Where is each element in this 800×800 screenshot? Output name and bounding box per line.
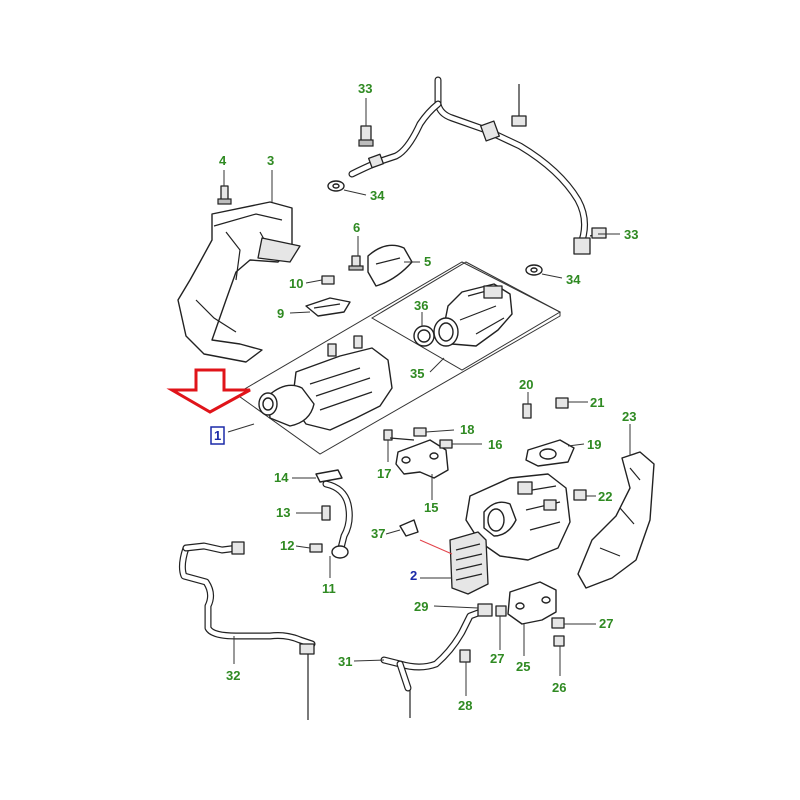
upper-oil-pipe-assembly[interactable] [348, 76, 605, 255]
clip-37[interactable] [399, 519, 419, 537]
heat-shield-5[interactable] [367, 244, 413, 287]
callout-28[interactable]: 28 [458, 698, 472, 713]
callout-36[interactable]: 36 [414, 298, 428, 313]
callout-14[interactable]: 14 [274, 470, 289, 485]
callout-10[interactable]: 10 [289, 276, 303, 291]
actuator-2[interactable] [449, 531, 489, 595]
bolt-17[interactable] [383, 429, 415, 441]
callout-31[interactable]: 31 [338, 654, 352, 669]
red-down-arrow-icon [166, 368, 251, 414]
gasket-14[interactable] [315, 469, 343, 483]
callout-34-right[interactable]: 34 [566, 272, 581, 287]
sealing-washer-34-top[interactable] [327, 180, 345, 192]
callout-35[interactable]: 35 [410, 366, 424, 381]
callout-9[interactable]: 9 [277, 306, 284, 321]
callout-4[interactable]: 4 [219, 153, 227, 168]
banjo-bolt-33-top[interactable] [358, 125, 384, 169]
bracket-25[interactable] [507, 581, 557, 625]
bracket-15[interactable] [395, 439, 449, 479]
turbocharger-2[interactable] [465, 473, 571, 561]
callout-21[interactable]: 21 [590, 395, 604, 410]
callout-33-top[interactable]: 33 [358, 81, 372, 96]
callout-33-right[interactable]: 33 [624, 227, 638, 242]
callout-labels: 33 3 4 34 6 5 33 34 10 9 36 35 1 20 21 2… [210, 81, 638, 713]
callout-2[interactable]: 2 [410, 568, 417, 583]
callout-17[interactable]: 17 [377, 466, 391, 481]
callout-1[interactable]: 1 [214, 428, 221, 443]
callout-22[interactable]: 22 [598, 489, 612, 504]
leader-lines [223, 98, 631, 696]
callout-3[interactable]: 3 [267, 153, 274, 168]
callout-1-highlight-box [210, 426, 225, 445]
heat-shield-3[interactable] [177, 201, 301, 363]
bolt-26[interactable] [553, 635, 565, 647]
turbo-housing-35[interactable] [433, 283, 513, 347]
gasket-19[interactable] [525, 439, 575, 467]
sealing-washer-34-right[interactable] [525, 264, 543, 276]
bolt-12[interactable] [309, 543, 323, 553]
oil-pipe-32[interactable] [178, 541, 316, 720]
turbocharger-assembly-1[interactable] [258, 335, 393, 431]
callout-27-right[interactable]: 27 [599, 616, 613, 631]
callout-34-top[interactable]: 34 [370, 188, 385, 203]
callout-25[interactable]: 25 [516, 659, 530, 674]
nut-22[interactable] [573, 489, 587, 501]
callout-23[interactable]: 23 [622, 409, 636, 424]
stud-21[interactable] [555, 397, 569, 409]
callout-18[interactable]: 18 [460, 422, 474, 437]
callout-37[interactable]: 37 [371, 526, 385, 541]
oil-pipe-31[interactable] [380, 603, 493, 718]
stud-20[interactable] [522, 403, 532, 419]
oil-pipe-11[interactable] [322, 480, 353, 559]
bolt-27-right[interactable] [551, 617, 565, 629]
callout-12[interactable]: 12 [280, 538, 294, 553]
callout-5[interactable]: 5 [424, 254, 431, 269]
o-ring-36[interactable] [413, 325, 435, 347]
heat-shield-23[interactable] [577, 451, 655, 589]
banjo-bolt-33-right[interactable] [591, 227, 607, 239]
callout-19[interactable]: 19 [587, 437, 601, 452]
callout-6[interactable]: 6 [353, 220, 360, 235]
bolt-27-left[interactable] [495, 605, 507, 617]
turbocharger-assembly-outline-1 [235, 261, 561, 455]
callout-11[interactable]: 11 [322, 581, 336, 596]
callout-32[interactable]: 32 [226, 668, 240, 683]
bolt-16[interactable] [439, 439, 453, 449]
bolt-18[interactable] [413, 427, 427, 437]
bolt-13[interactable] [321, 505, 331, 521]
callout-27-left[interactable]: 27 [490, 651, 504, 666]
callout-29[interactable]: 29 [414, 599, 428, 614]
callout-20[interactable]: 20 [519, 377, 533, 392]
bolt-4[interactable] [217, 185, 232, 205]
callout-15[interactable]: 15 [424, 500, 438, 515]
bolt-6[interactable] [348, 255, 364, 271]
gasket-9[interactable] [305, 297, 351, 317]
stud-10[interactable] [321, 275, 335, 285]
callout-26[interactable]: 26 [552, 680, 566, 695]
callout-13[interactable]: 13 [276, 505, 290, 520]
callout-16[interactable]: 16 [488, 437, 502, 452]
